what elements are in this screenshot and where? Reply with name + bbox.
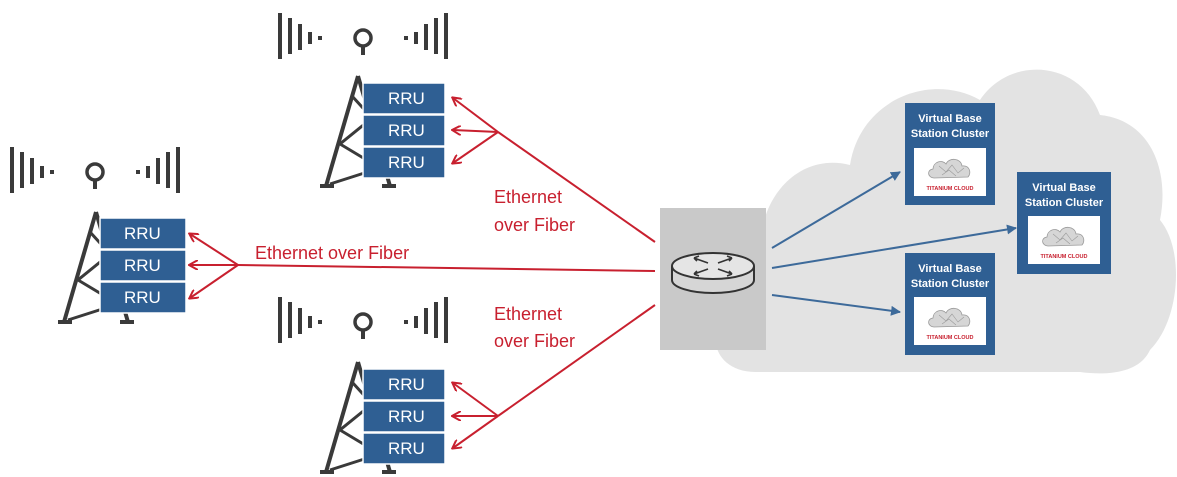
cluster-links — [771, 171, 1017, 316]
cluster-title-line1: Virtual Base — [918, 263, 981, 275]
antenna-icon — [276, 295, 450, 345]
vbs-cluster: Virtual Base Station Cluster TITANIUM CL… — [1017, 172, 1111, 274]
rru-label: RRU — [388, 407, 425, 426]
logo-text: TITANIUM CLOUD — [927, 335, 974, 341]
rru-label: RRU — [388, 153, 425, 172]
rru-label: RRU — [124, 256, 161, 275]
link-label-top-line2: over Fiber — [494, 215, 575, 235]
cloud-icon — [715, 69, 1177, 374]
cell-site-bottom: RRU RRU RRU — [276, 295, 450, 474]
vbs-cluster: Virtual Base Station Cluster TITANIUM CL… — [905, 253, 995, 355]
vbs-cluster: Virtual Base Station Cluster TITANIUM CL… — [905, 103, 995, 205]
cluster-title-line2: Station Cluster — [1025, 197, 1104, 209]
fiber-links — [190, 98, 656, 448]
logo-text: TITANIUM CLOUD — [1041, 254, 1088, 260]
cluster-title-line2: Station Cluster — [911, 128, 990, 140]
antenna-icon — [276, 11, 450, 61]
cell-site-left: RRU RRU RRU — [8, 145, 187, 324]
rru-label: RRU — [388, 439, 425, 458]
link-label-left: Ethernet over Fiber — [255, 243, 409, 263]
link-bottom-trunk — [497, 304, 656, 417]
rru-label: RRU — [388, 375, 425, 394]
router — [660, 208, 766, 350]
rru-label: RRU — [388, 121, 425, 140]
rru-stack: RRU RRU RRU — [362, 368, 446, 465]
logo-text: TITANIUM CLOUD — [927, 186, 974, 192]
cluster-title-line1: Virtual Base — [918, 113, 981, 125]
antenna-icon — [8, 145, 182, 195]
link-label-bottom-line2: over Fiber — [494, 331, 575, 351]
link-left-trunk — [237, 264, 656, 272]
rru-stack: RRU RRU RRU — [362, 82, 446, 179]
rru-label: RRU — [124, 224, 161, 243]
cluster-title-line2: Station Cluster — [911, 278, 990, 290]
router-icon — [671, 252, 755, 294]
link-label-top-line1: Ethernet — [494, 187, 562, 207]
rru-label: RRU — [388, 89, 425, 108]
rru-stack: RRU RRU RRU — [99, 217, 187, 314]
rru-label: RRU — [124, 288, 161, 307]
link-label-bottom-line1: Ethernet — [494, 304, 562, 324]
cluster-title-line1: Virtual Base — [1032, 182, 1095, 194]
cell-site-top: RRU RRU RRU — [276, 11, 450, 188]
link-top-trunk — [497, 131, 656, 243]
